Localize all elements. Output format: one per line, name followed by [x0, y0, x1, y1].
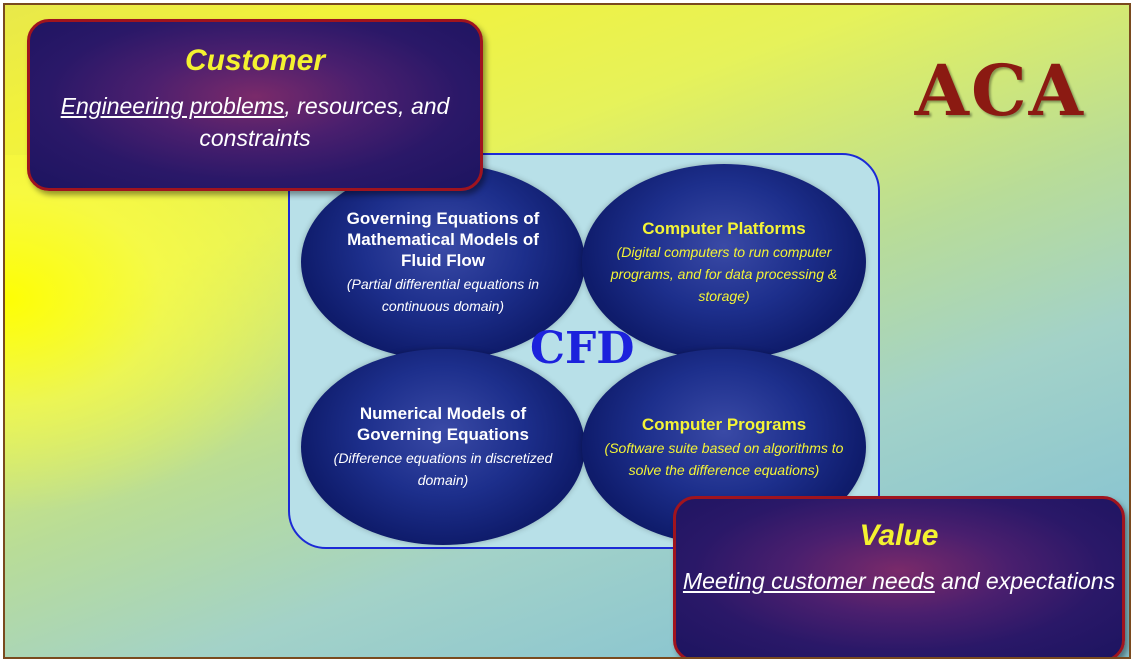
value-description: Meeting customer needs and expectations — [676, 565, 1122, 597]
customer-underlined-text: Engineering problems — [60, 93, 285, 119]
aca-logo: ACA — [914, 49, 1085, 132]
value-title: Value — [859, 519, 939, 552]
customer-rest-text: , resources, and constraints — [199, 93, 450, 151]
numerical-models-ellipse: Numerical Models of Governing Equations … — [301, 349, 585, 545]
computer-programs-detail: (Software suite based on algorithms to s… — [604, 439, 844, 478]
slide-canvas: ACA Governing Equations of Mathematical … — [3, 3, 1131, 659]
numerical-models-heading: Numerical Models of Governing Equations — [357, 404, 529, 444]
customer-title: Customer — [184, 44, 326, 77]
customer-description: Engineering problems, resources, and con… — [30, 90, 480, 154]
computer-platforms-heading: Computer Platforms — [642, 218, 806, 238]
governing-equations-heading: Governing Equations of Mathematical Mode… — [346, 208, 540, 270]
value-rest-text: and expectations — [934, 568, 1116, 594]
cfd-center-label: CFD — [530, 323, 635, 374]
numerical-models-detail: (Difference equations in discretized dom… — [333, 450, 553, 488]
customer-callout: Customer Engineering problems, resources… — [27, 19, 483, 191]
computer-platforms-ellipse: Computer Platforms (Digital computers to… — [582, 164, 866, 360]
computer-platforms-detail: (Digital computers to run computer progr… — [610, 243, 838, 304]
governing-equations-detail: (Partial differential equations in conti… — [346, 275, 540, 314]
value-callout: Value Meeting customer needs and expecta… — [673, 496, 1125, 657]
value-underlined-text: Meeting customer needs — [682, 568, 935, 594]
governing-equations-ellipse: Governing Equations of Mathematical Mode… — [301, 164, 585, 360]
computer-programs-heading: Computer Programs — [641, 414, 807, 434]
